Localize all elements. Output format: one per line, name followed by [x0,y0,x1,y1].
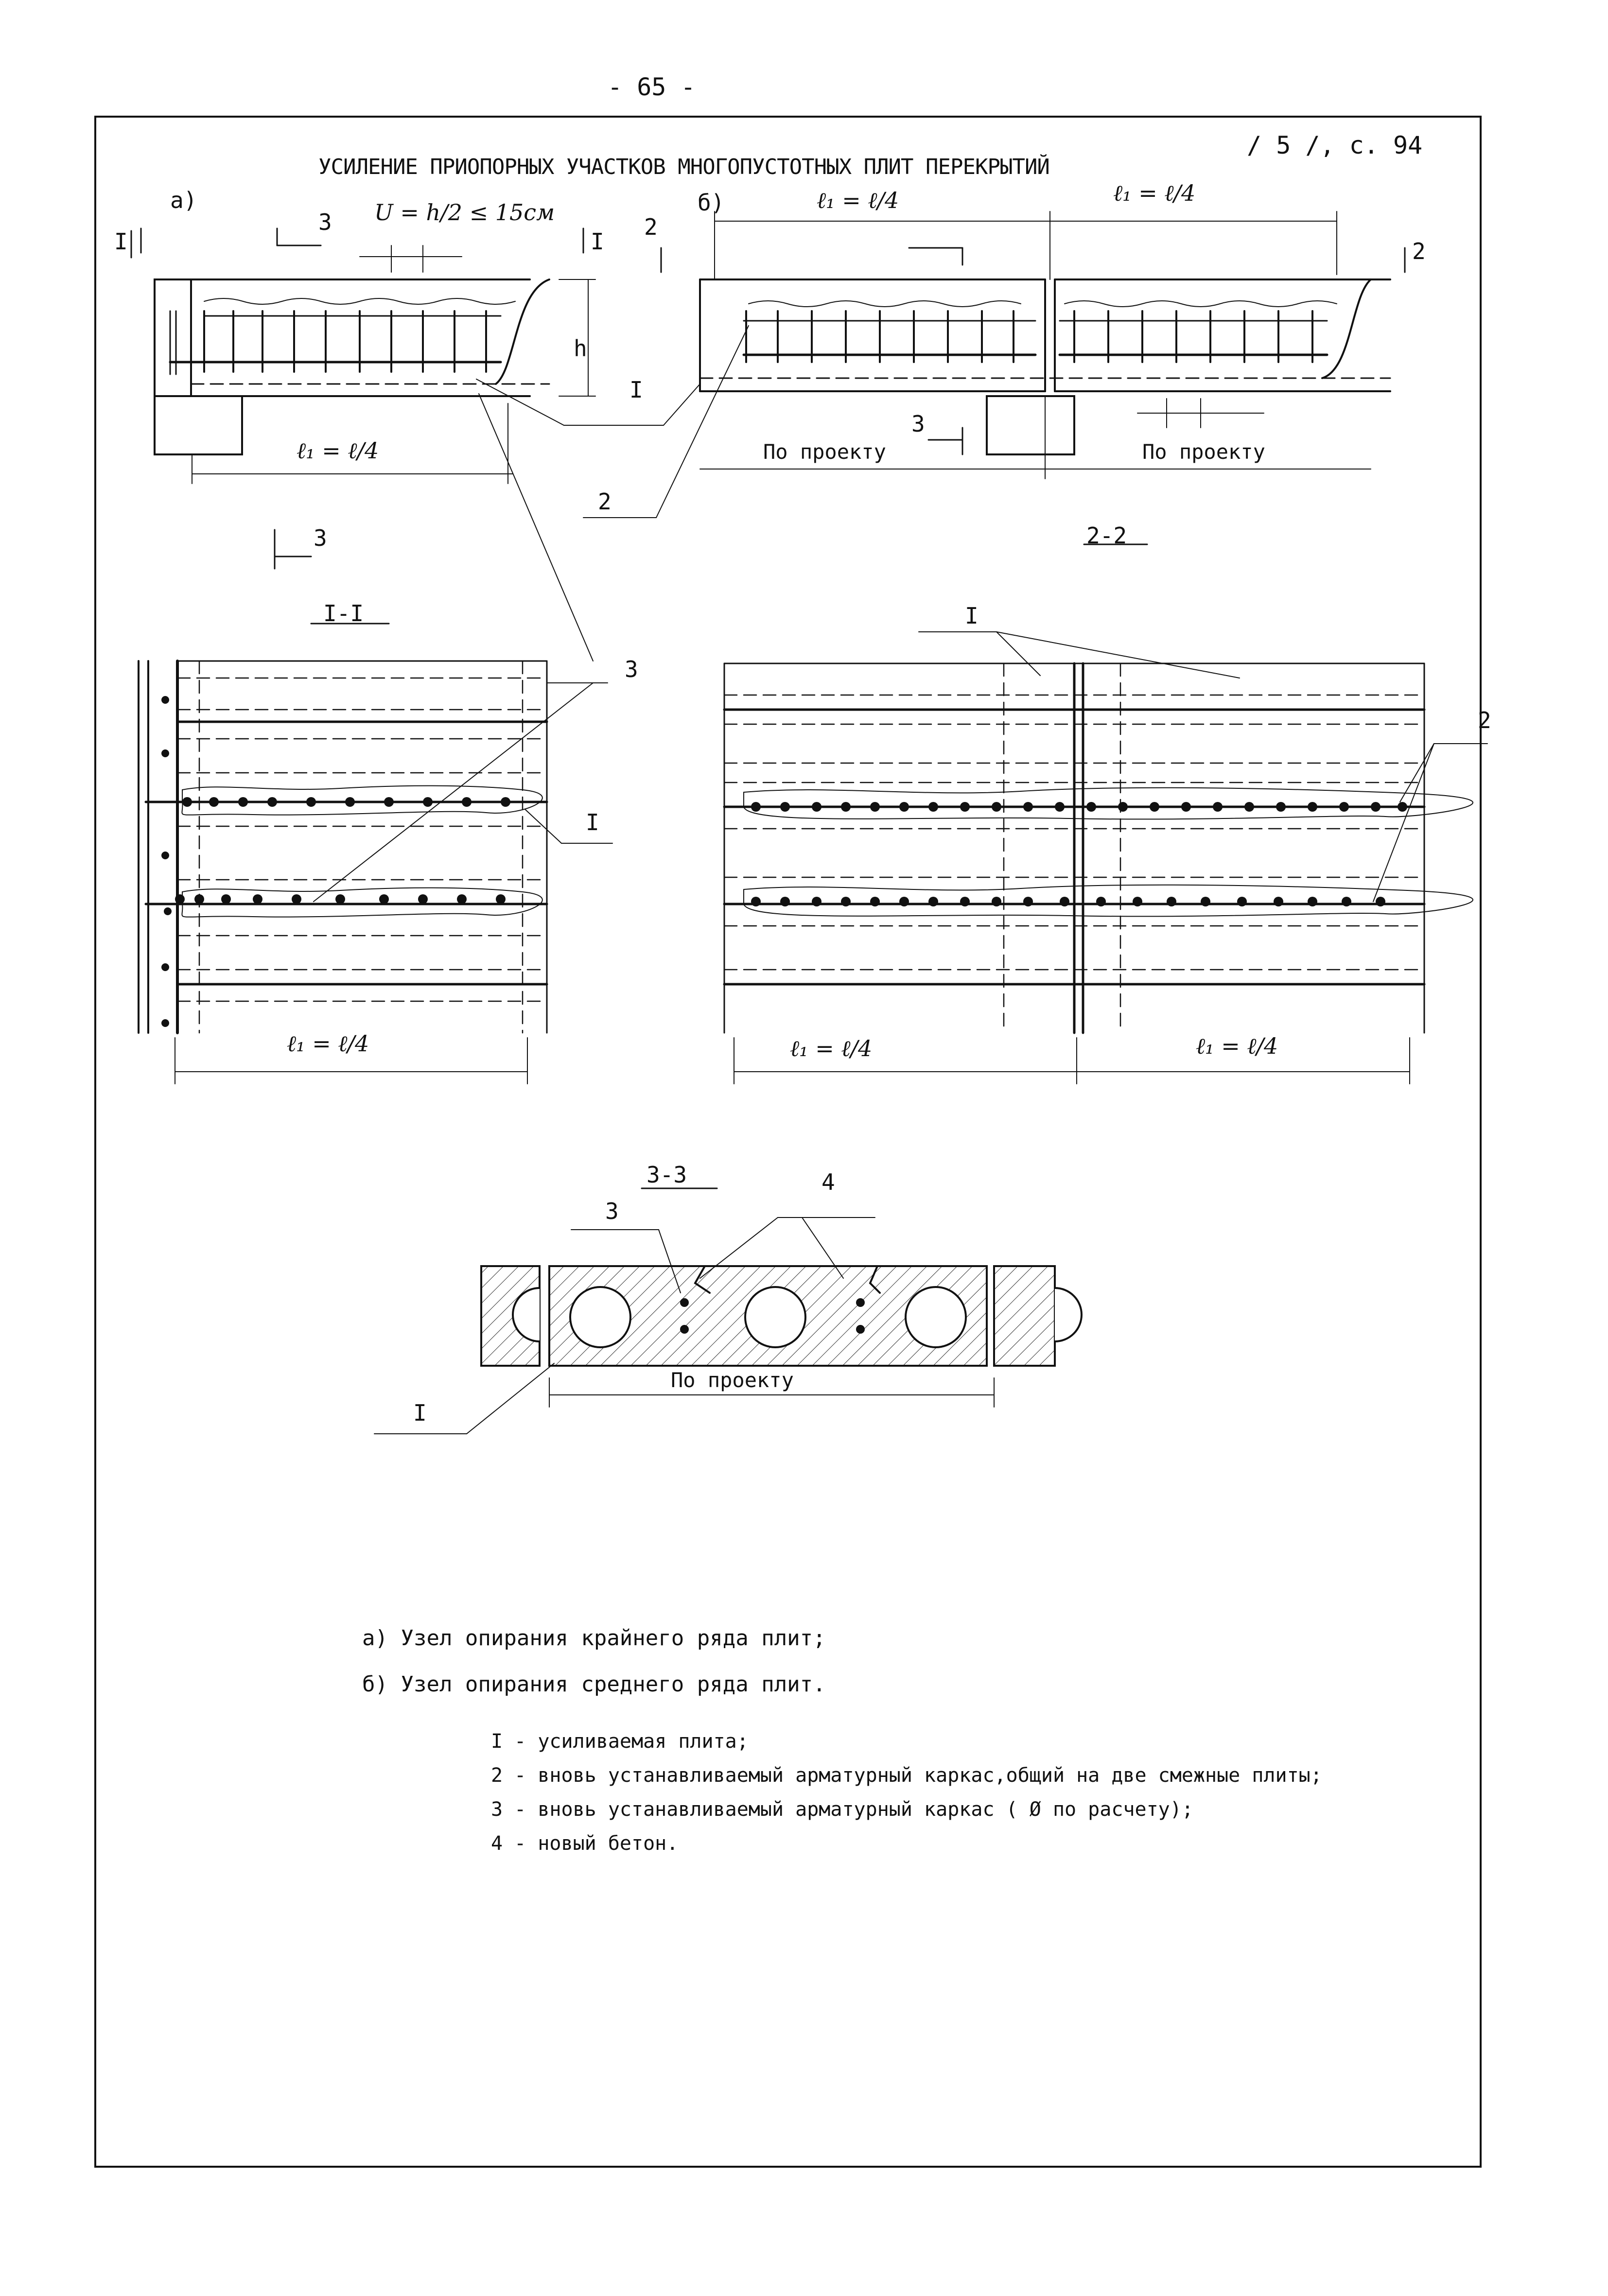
diagram-a-height-label: h [574,335,587,362]
sheet-frame [94,116,1482,2168]
section-2-2-length-left: ℓ₁ = ℓ/4 [790,1035,873,1061]
diagram-b-dim-left: По проекту [763,440,886,464]
caption-b: б) Узел опирания среднего ряда плит. [362,1672,826,1697]
diagram-a-elevation [130,227,596,570]
legend-item-4: 4 - новый бетон. [491,1832,679,1855]
diagram-a-marker: а) [170,187,197,213]
section-1-1-callout-1: I [586,809,599,835]
diagram-a-section-mark-right: I [591,228,604,255]
section-3-3-title: 3-3 [647,1162,687,1188]
diagram-b-marker: б) [698,190,725,216]
diagram-b-length-right: ℓ₁ = ℓ/4 [1113,180,1196,206]
diagram-a-callout-2: 2 [598,488,612,515]
section-2-2-title: 2-2 [1086,522,1127,549]
diagram-a-length-formula: ℓ₁ = ℓ/4 [297,437,379,464]
section-2-2-callout-2: 2 [1478,707,1491,733]
diagram-a-section-mark-3: 3 [318,209,332,235]
callout-leaders-top [476,325,749,661]
diagram-b-section-mark-3: 3 [911,411,925,437]
section-1-1-title: I-I [323,600,364,626]
page-number: - 65 - [608,73,696,101]
section-2-2-plan [723,543,1488,1084]
section-2-2-bars [751,802,1407,906]
diagram-b-length-left: ℓ₁ = ℓ/4 [817,187,899,213]
diagram-a-spacing-formula: U = h/2 ≤ 15см [374,199,555,226]
diagram-a-callout-1: I [629,377,643,403]
section-1-1-callout-3: 3 [625,656,638,682]
diagram-b-dim-right: По проекту [1142,440,1265,464]
section-3-3-dim-label: По проекту [671,1368,794,1392]
diagram-b-elevation [660,211,1406,479]
section-3-3-callout-3: 3 [605,1198,619,1224]
page-title: УСИЛЕНИЕ ПРИОПОРНЫХ УЧАСТКОВ МНОГОПУСТОТ… [318,155,1050,179]
source-reference: / 5 /, с. 94 [1247,131,1423,159]
section-2-2-length-right: ℓ₁ = ℓ/4 [1196,1033,1278,1059]
section-1-1-length-formula: ℓ₁ = ℓ/4 [287,1030,369,1057]
section-2-2-callout-1: I [965,603,979,629]
section-3-3-callout-4: 4 [821,1169,835,1195]
diagram-a-section-mark-left: I [114,228,128,255]
section-1-1-bars [161,696,510,1027]
section-3-3-cross-section [374,1187,1083,1434]
diagram-a-callout-3: 3 [314,525,327,551]
diagram-b-section-mark-right: 2 [1412,238,1426,264]
legend-item-1: I - усиливаемая плита; [491,1730,749,1753]
section-3-3-bars [680,1298,865,1334]
caption-a: а) Узел опирания крайнего ряда плит; [362,1626,826,1651]
section-1-1-plan [138,623,613,1084]
diagram-b-section-mark-left: 2 [644,214,658,240]
section-3-3-callout-1: I [413,1400,427,1426]
legend-item-2: 2 - вновь устанавливаемый арматурный кар… [491,1764,1322,1787]
legend-item-3: 3 - вновь устанавливаемый арматурный кар… [491,1798,1193,1821]
